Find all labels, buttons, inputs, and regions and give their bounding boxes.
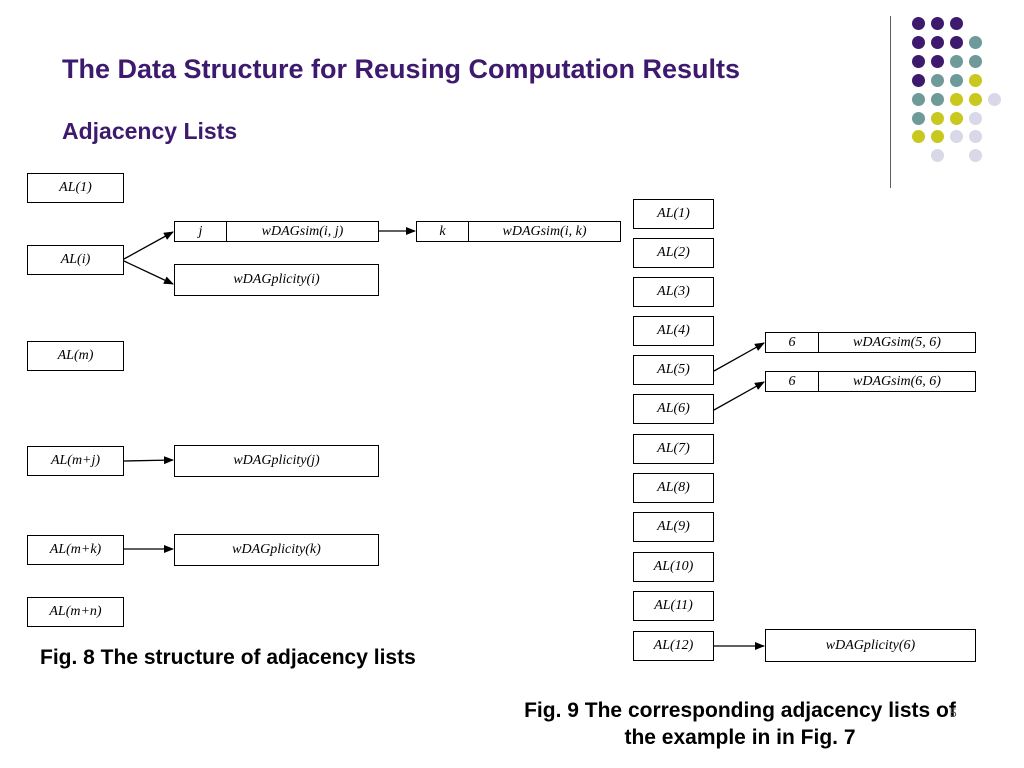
fig9-node-al11: AL(11) xyxy=(633,591,714,621)
fig9-node-al9: AL(9) xyxy=(633,512,714,542)
dot-icon xyxy=(950,36,963,49)
fig8-node-almn: AL(m+n) xyxy=(27,597,124,627)
dot-icon xyxy=(931,149,944,162)
arrow-al6-to-entry xyxy=(713,381,765,411)
fig8-plicity-k: wDAGplicity(k) xyxy=(174,534,379,566)
arrow-ali-to-j xyxy=(123,231,174,260)
dot-icon xyxy=(931,55,944,68)
dot-icon xyxy=(950,93,963,106)
fig8-node-alm: AL(m) xyxy=(27,341,124,371)
dot-icon xyxy=(912,93,925,106)
fig9-node-al6: AL(6) xyxy=(633,394,714,424)
fig8-entry-k: k wDAGsim(i, k) xyxy=(416,221,621,242)
dot-icon xyxy=(950,130,963,143)
dot-icon xyxy=(969,149,982,162)
entry-index: j xyxy=(175,222,227,241)
dot-icon xyxy=(931,112,944,125)
fig8-node-almk: AL(m+k) xyxy=(27,535,124,565)
dot-icon xyxy=(912,74,925,87)
fig9-node-al10: AL(10) xyxy=(633,552,714,582)
fig9-node-al4: AL(4) xyxy=(633,316,714,346)
entry-sim: wDAGsim(i, k) xyxy=(502,223,587,239)
dot-icon xyxy=(950,55,963,68)
arrow-almj-to-plicity-j xyxy=(123,456,174,465)
entry-sim: wDAGsim(6, 6) xyxy=(853,373,941,389)
entry-index: 6 xyxy=(766,333,819,352)
entry-index: k xyxy=(417,222,469,241)
dot-icon xyxy=(931,74,944,87)
dot-icon xyxy=(969,112,982,125)
dot-icon xyxy=(912,36,925,49)
fig8-node-ali: AL(i) xyxy=(27,245,124,275)
dot-icon xyxy=(969,74,982,87)
fig9-node-al5: AL(5) xyxy=(633,355,714,385)
arrow-al5-to-entry xyxy=(713,342,765,372)
slide-subtitle: Adjacency Lists xyxy=(62,118,238,144)
fig9-node-al8: AL(8) xyxy=(633,473,714,503)
dot-icon xyxy=(969,93,982,106)
fig9-node-al1: AL(1) xyxy=(633,199,714,229)
slide-title: The Data Structure for Reusing Computati… xyxy=(62,54,741,84)
page-number: 5 xyxy=(950,706,957,720)
dot-icon xyxy=(969,36,982,49)
fig9-node-al3: AL(3) xyxy=(633,277,714,307)
dot-icon xyxy=(950,112,963,125)
fig8-node-almj: AL(m+j) xyxy=(27,446,124,476)
fig9-node-al7: AL(7) xyxy=(633,434,714,464)
fig9-entry-al5: 6 wDAGsim(5, 6) xyxy=(765,332,976,353)
dot-icon xyxy=(912,17,925,30)
arrow-ali-to-plicity-i xyxy=(123,260,174,285)
fig8-caption: Fig. 8 The structure of adjacency lists xyxy=(40,646,416,669)
fig8-entry-j: j wDAGsim(i, j) xyxy=(174,221,379,242)
fig9-node-al2: AL(2) xyxy=(633,238,714,268)
fig9-plicity-al12: wDAGplicity(6) xyxy=(765,629,976,662)
dot-icon xyxy=(950,74,963,87)
dot-icon xyxy=(931,36,944,49)
fig8-node-al1: AL(1) xyxy=(27,173,124,203)
dot-icon xyxy=(969,55,982,68)
fig9-caption-line1: Fig. 9 The corresponding adjacency lists… xyxy=(524,699,956,722)
dot-icon xyxy=(950,17,963,30)
dot-icon xyxy=(969,130,982,143)
fig9-caption: Fig. 9 The corresponding adjacency lists… xyxy=(470,697,1010,751)
dot-icon xyxy=(912,130,925,143)
fig9-node-al12: AL(12) xyxy=(633,631,714,661)
vertical-divider xyxy=(890,16,891,188)
fig8-plicity-i: wDAGplicity(i) xyxy=(174,264,379,296)
entry-index: 6 xyxy=(766,372,819,391)
fig9-entry-al6: 6 wDAGsim(6, 6) xyxy=(765,371,976,392)
entry-sim: wDAGsim(5, 6) xyxy=(853,334,941,350)
entry-sim: wDAGsim(i, j) xyxy=(261,223,344,239)
dot-icon xyxy=(912,112,925,125)
fig9-caption-line2: the example in in Fig. 7 xyxy=(624,726,856,749)
dot-icon xyxy=(988,93,1001,106)
dot-icon xyxy=(912,55,925,68)
dot-icon xyxy=(931,17,944,30)
dot-icon xyxy=(931,93,944,106)
fig8-plicity-j: wDAGplicity(j) xyxy=(174,445,379,477)
dot-icon xyxy=(931,130,944,143)
